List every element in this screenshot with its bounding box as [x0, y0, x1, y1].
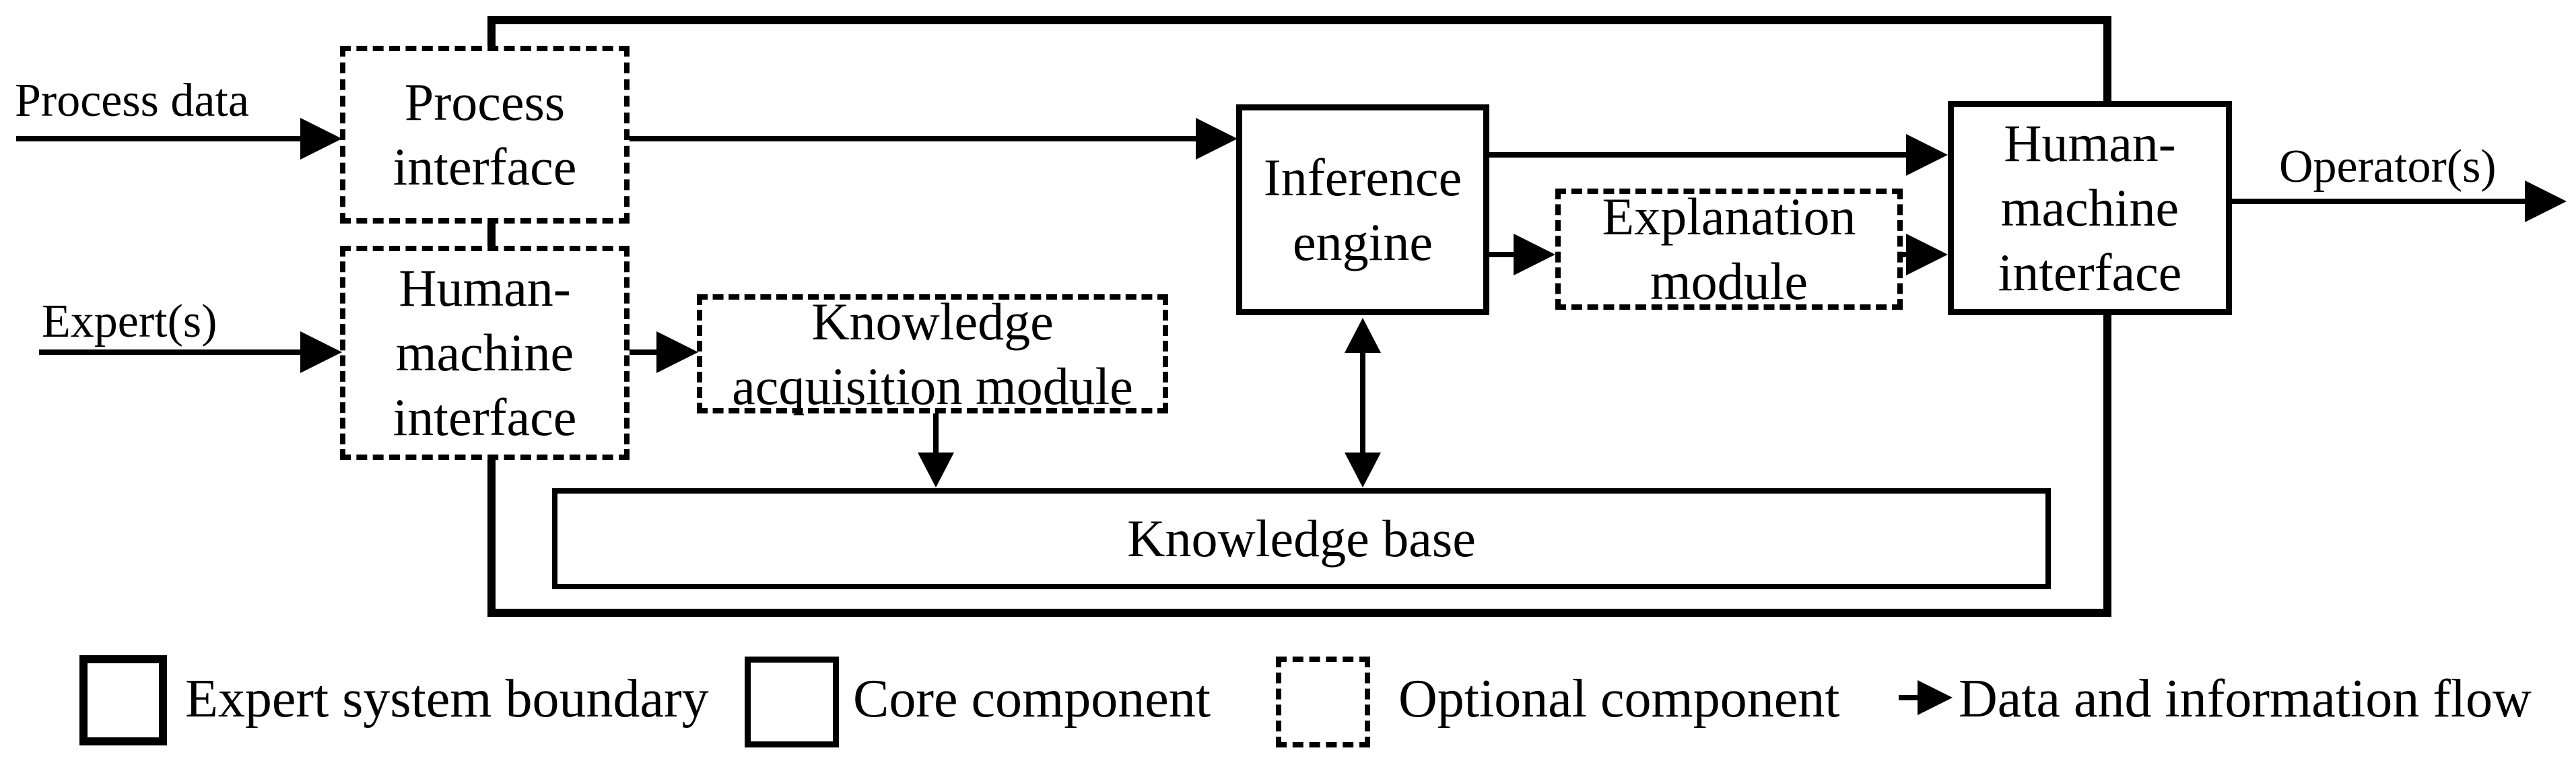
- hmi-right-label-line2: machine: [2000, 178, 2179, 237]
- knowledge-base-box: Knowledge base: [552, 488, 2051, 589]
- kam-label-line1: Knowledge: [811, 292, 1054, 351]
- process-interface-label-line1: Process: [404, 73, 566, 131]
- hmi-left-label-line3: interface: [393, 388, 577, 446]
- legend-flow-arrow-shaft: [1899, 695, 1920, 700]
- kam-to-kb-arrow-shaft: [933, 413, 939, 455]
- experts-arrow-shaft: [39, 349, 302, 355]
- inference-to-hmi-arrow-shaft: [1489, 152, 1910, 158]
- legend-boundary-swatch: [79, 655, 167, 745]
- experts-arrow-head: [300, 331, 342, 373]
- process-data-label: Process data: [15, 75, 249, 127]
- knowledge-acquisition-module-box: Knowledge acquisition module: [697, 292, 1168, 415]
- inference-kb-arrow-head-down: [1345, 453, 1381, 488]
- inference-to-explanation-arrow-shaft: [1489, 252, 1523, 257]
- hmi-left-label-line1: Human-: [399, 259, 571, 317]
- inference-to-explanation-arrow-head: [1514, 234, 1555, 275]
- hmi-to-operators-arrow-head: [2525, 180, 2567, 222]
- inference-engine-box: Inference engine: [1236, 104, 1489, 315]
- process-interface-box: Process interface: [340, 46, 630, 224]
- process-interface-to-inference-arrow-head: [1196, 118, 1238, 160]
- legend-flow-arrow-head: [1918, 680, 1953, 715]
- hmi-right-label-line3: interface: [1998, 243, 2182, 302]
- hmi-right-label-line1: Human-: [2004, 114, 2176, 172]
- explanation-module-label-line2: module: [1650, 252, 1808, 310]
- legend-optional-label: Optional component: [1398, 669, 1840, 729]
- process-data-arrow-shaft: [16, 136, 302, 141]
- legend-flow-label: Data and information flow: [1959, 669, 2532, 729]
- explanation-module-label-line1: Explanation: [1602, 187, 1856, 246]
- human-machine-interface-right-box: Human- machine interface: [1948, 101, 2232, 315]
- inference-kb-arrow-shaft: [1360, 350, 1365, 455]
- experts-label: Expert(s): [42, 296, 217, 347]
- hmi-left-label-line2: machine: [395, 323, 574, 382]
- process-interface-label-line2: interface: [393, 137, 577, 196]
- knowledge-base-label: Knowledge base: [1127, 509, 1476, 568]
- legend-core-label: Core component: [853, 669, 1211, 729]
- operators-label: Operator(s): [2279, 141, 2497, 193]
- kam-label-line2: acquisition module: [732, 356, 1133, 415]
- kam-to-kb-arrow-head: [918, 453, 954, 488]
- hmi-to-operators-arrow-shaft: [2232, 199, 2526, 204]
- inference-engine-label-line1: Inference: [1263, 147, 1462, 207]
- process-data-arrow-head: [300, 118, 342, 160]
- inference-kb-arrow-head-up: [1345, 318, 1381, 353]
- hmi-to-kam-arrow-head: [656, 331, 698, 373]
- legend-optional-swatch: [1276, 657, 1370, 747]
- legend-core-swatch: [745, 657, 839, 747]
- explanation-to-hmi-arrow-head: [1906, 234, 1948, 275]
- inference-to-hmi-arrow-head: [1906, 134, 1948, 176]
- human-machine-interface-left-box: Human- machine interface: [340, 246, 630, 460]
- process-interface-to-inference-arrow-shaft: [630, 136, 1197, 141]
- explanation-module-box: Explanation module: [1555, 187, 1903, 310]
- hmi-to-kam-arrow-shaft: [630, 349, 658, 355]
- legend-boundary-label: Expert system boundary: [185, 669, 709, 729]
- inference-engine-label-line2: engine: [1293, 212, 1433, 271]
